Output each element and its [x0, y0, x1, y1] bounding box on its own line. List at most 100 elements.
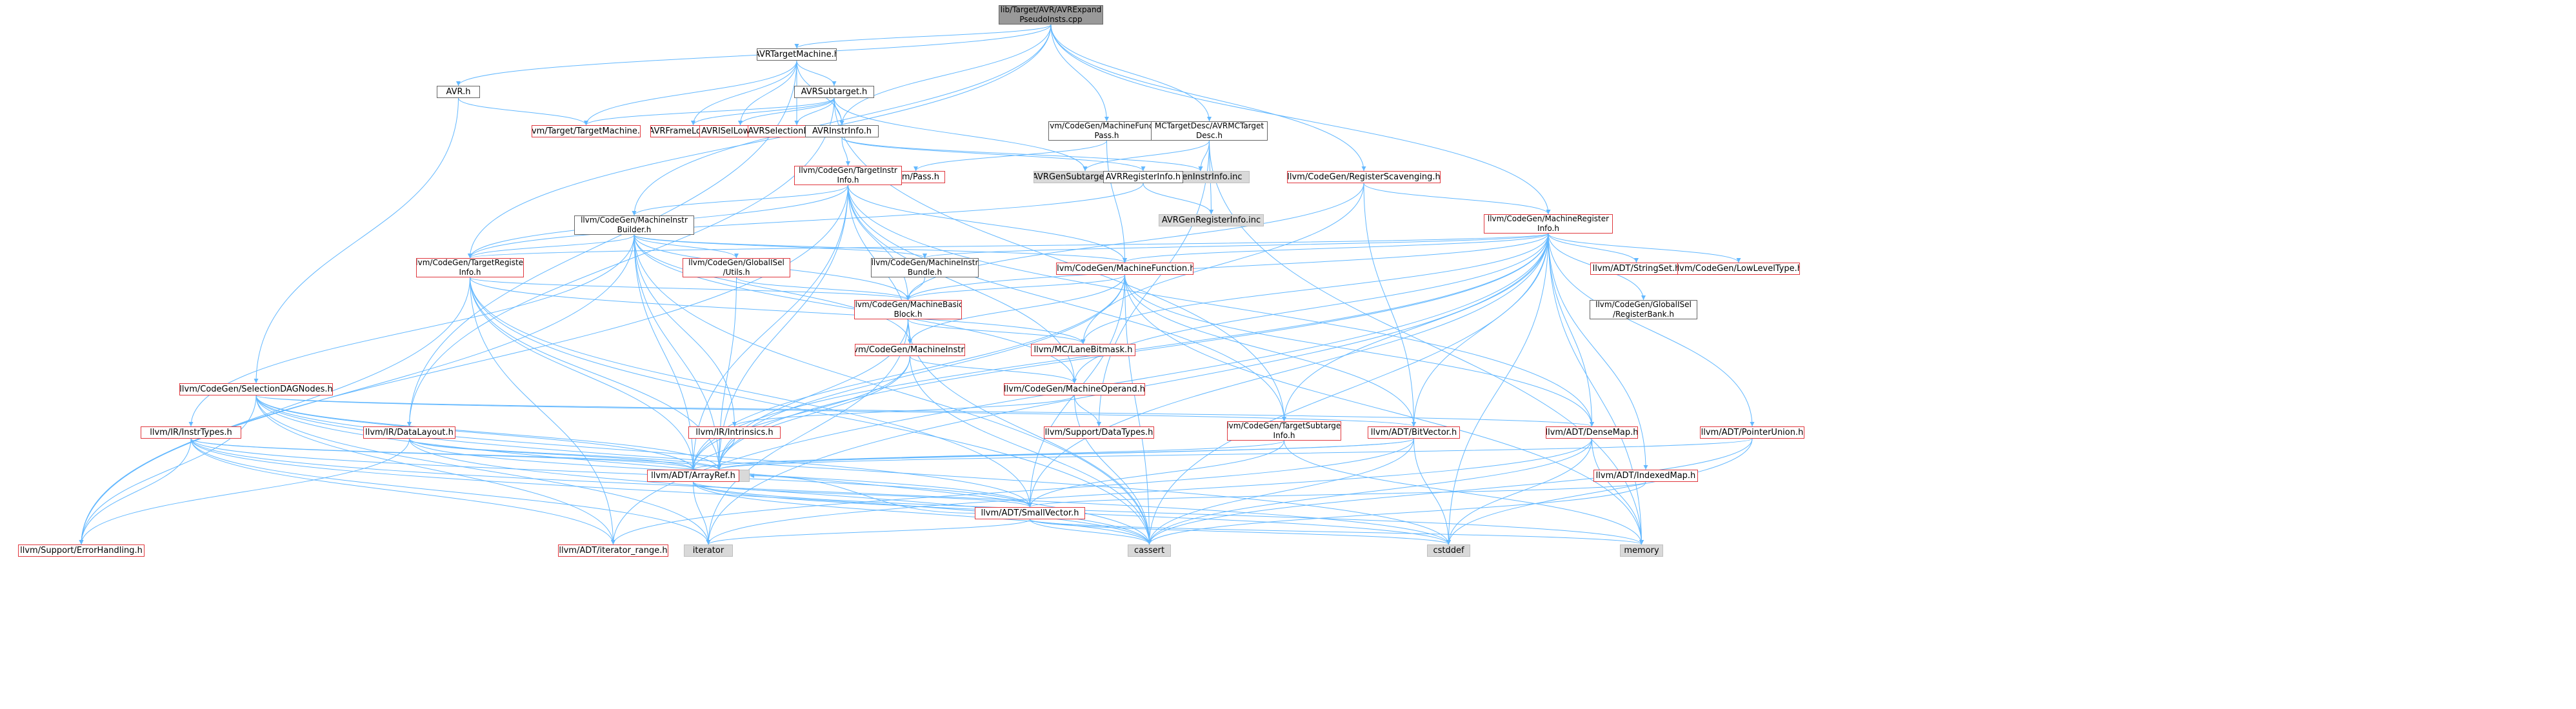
node-tsi[interactable]: llvm/CodeGen/TargetSubtarget Info.h	[1227, 421, 1341, 441]
node-avrh[interactable]: AVR.h	[437, 86, 480, 98]
edge-mib-to-cassert	[634, 234, 1152, 545]
edge-mib-to-intrinsics	[634, 234, 737, 427]
node-intrinsics[interactable]: llvm/IR/Intrinsics.h	[688, 426, 781, 439]
edge-tri-to-mbb	[470, 277, 910, 301]
edge-tsi-to-smallvec	[1028, 440, 1284, 508]
edge-avrtm-to-avrfl	[691, 60, 797, 126]
edge-densemap-to-cstddef	[1446, 438, 1592, 545]
node-indexedmap[interactable]: llvm/ADT/IndexedMap.h	[1593, 470, 1698, 482]
edge-tri-to-arrayref	[470, 277, 695, 470]
node-densemap[interactable]: llvm/ADT/DenseMap.h	[1546, 426, 1638, 439]
edge-mib-to-mi	[634, 234, 912, 345]
node-mibundle[interactable]: llvm/CodeGen/MachineInstr Bundle.h	[871, 258, 979, 277]
edge-root-to-avrinstr	[839, 24, 1052, 126]
edge-mf-to-cassert	[1124, 274, 1152, 545]
node-lanebm[interactable]: llvm/MC/LaneBitmask.h	[1031, 344, 1135, 356]
edge-mf-to-memory	[1124, 274, 1644, 545]
edge-root-to-avrtm	[794, 24, 1052, 49]
node-cassert: cassert	[1128, 544, 1171, 557]
edge-sdnodes-to-cstdint	[255, 395, 721, 470]
edge-tii-to-arrayref	[691, 185, 848, 470]
edge-avrsub-to-ttm	[584, 97, 835, 126]
node-mcdesc[interactable]: MCTargetDesc/AVRMCTarget Desc.h	[1151, 121, 1268, 141]
edge-mcdesc-to-gensub	[1083, 140, 1210, 172]
node-ttm[interactable]: llvm/Target/TargetMachine.h	[532, 125, 641, 137]
edge-sdnodes-to-cstddef	[255, 395, 1451, 545]
edge-mf-to-densemap	[1124, 274, 1594, 427]
edge-mi-to-mo	[910, 355, 1077, 384]
edge-avrinstr-to-tii	[841, 137, 850, 166]
edge-root-to-mri	[1050, 24, 1551, 215]
node-sdnodes[interactable]: llvm/CodeGen/SelectionDAGNodes.h	[179, 383, 333, 395]
edge-avrtm-to-avrisel	[738, 60, 797, 126]
edge-mri-to-mf	[1123, 233, 1549, 263]
node-regscav[interactable]: llvm/CodeGen/RegisterScavenging.h	[1287, 171, 1441, 183]
node-avrreg[interactable]: AVRRegisterInfo.h	[1103, 171, 1183, 183]
node-strset[interactable]: llvm/ADT/StringSet.h	[1590, 263, 1682, 275]
node-errh[interactable]: llvm/Support/ErrorHandling.h	[18, 544, 145, 557]
edge-mf-to-mi	[908, 274, 1125, 345]
edge-tsi-to-memory	[1284, 440, 1644, 545]
edge-regscav-to-mbb	[906, 183, 1364, 301]
edge-avrsub-to-avrfl	[691, 97, 835, 126]
node-arrayref[interactable]: llvm/ADT/ArrayRef.h	[647, 470, 739, 482]
node-tii[interactable]: llvm/CodeGen/TargetInstr Info.h	[794, 166, 902, 185]
node-avrtm[interactable]: AVRTargetMachine.h	[757, 48, 837, 61]
node-cstddef: cstddef	[1427, 544, 1470, 557]
edge-smallvec-to-memory	[1030, 519, 1644, 545]
edge-datalayout-to-cassert	[409, 438, 1152, 545]
node-root: lib/Target/AVR/AVRExpand PseudoInsts.cpp	[999, 5, 1103, 25]
node-tri[interactable]: llvm/CodeGen/TargetRegister Info.h	[416, 258, 524, 277]
edge-instrtypes-to-cstdint	[190, 438, 721, 470]
node-llt[interactable]: llvm/CodeGen/LowLevelType.h	[1677, 263, 1800, 275]
edge-avrh-to-sdnodes	[254, 97, 459, 384]
node-memory: memory	[1620, 544, 1663, 557]
edge-mri-to-llt	[1548, 233, 1741, 263]
node-mf[interactable]: llvm/CodeGen/MachineFunction.h	[1056, 263, 1193, 275]
edge-bitvec-to-cstddef	[1413, 438, 1451, 545]
edge-mri-to-strset	[1548, 233, 1639, 263]
node-mib[interactable]: llvm/CodeGen/MachineInstr Builder.h	[574, 215, 694, 235]
node-avrsub[interactable]: AVRSubtarget.h	[794, 86, 874, 98]
node-datalayout[interactable]: llvm/IR/DataLayout.h	[363, 426, 455, 439]
edge-mo-to-datatypes	[1074, 395, 1101, 427]
node-mbb[interactable]: llvm/CodeGen/MachineBasic Block.h	[854, 300, 962, 319]
edge-mri-to-cassert	[1147, 233, 1549, 545]
edge-ptrunion-to-cassert	[1147, 438, 1753, 545]
node-iterrange[interactable]: llvm/ADT/iterator_range.h	[558, 544, 668, 557]
node-instrtypes[interactable]: llvm/IR/InstrTypes.h	[141, 426, 241, 439]
edge-tri-to-lanebm	[470, 277, 1086, 345]
edge-bitvec-to-iterrange	[611, 438, 1414, 545]
edge-root-to-mfpass	[1050, 24, 1109, 122]
node-regbank[interactable]: llvm/CodeGen/GlobalISel /RegisterBank.h	[1590, 300, 1697, 319]
node-mri[interactable]: llvm/CodeGen/MachineRegister Info.h	[1484, 214, 1613, 234]
edge-mcdesc-to-datatypes	[1097, 140, 1210, 427]
node-mfpass[interactable]: llvm/CodeGen/MachineFunction Pass.h	[1048, 121, 1165, 141]
node-ptrunion[interactable]: llvm/ADT/PointerUnion.h	[1700, 426, 1804, 439]
edge-smallvec-to-iterator	[706, 519, 1030, 545]
edge-avrinstr-to-geninstr	[841, 137, 1203, 172]
node-bitvec[interactable]: llvm/ADT/BitVector.h	[1368, 426, 1460, 439]
node-avrinstr[interactable]: AVRInstrInfo.h	[805, 125, 879, 137]
node-mi[interactable]: llvm/CodeGen/MachineInstr.h	[855, 344, 965, 356]
edge-mi-to-cassert	[910, 355, 1152, 545]
edge-root-to-avrh	[456, 24, 1052, 86]
edge-mib-to-errh	[79, 234, 635, 545]
edge-tii-to-tsi	[848, 185, 1286, 422]
edge-mbb-to-lanebm	[908, 319, 1086, 345]
edge-root-to-tri	[468, 24, 1052, 259]
edge-mf-to-bitvec	[1124, 274, 1416, 427]
edge-root-to-mcdesc	[1050, 24, 1212, 122]
edge-regscav-to-mri	[1363, 183, 1551, 215]
edge-layer	[79, 24, 1755, 545]
edge-tii-to-mib	[632, 185, 848, 216]
node-smallvec[interactable]: llvm/ADT/SmallVector.h	[975, 507, 1085, 519]
edge-mri-to-bitvec	[1412, 233, 1549, 427]
node-mo[interactable]: llvm/CodeGen/MachineOperand.h	[1004, 383, 1145, 395]
node-gisel[interactable]: llvm/CodeGen/GlobalISel /Utils.h	[683, 258, 790, 277]
edge-densemap-to-memory	[1592, 438, 1644, 545]
node-datatypes[interactable]: llvm/Support/DataTypes.h	[1044, 426, 1154, 439]
edge-avrtm-to-avrsub	[796, 60, 837, 86]
edge-mri-to-lanebm	[1081, 233, 1549, 345]
